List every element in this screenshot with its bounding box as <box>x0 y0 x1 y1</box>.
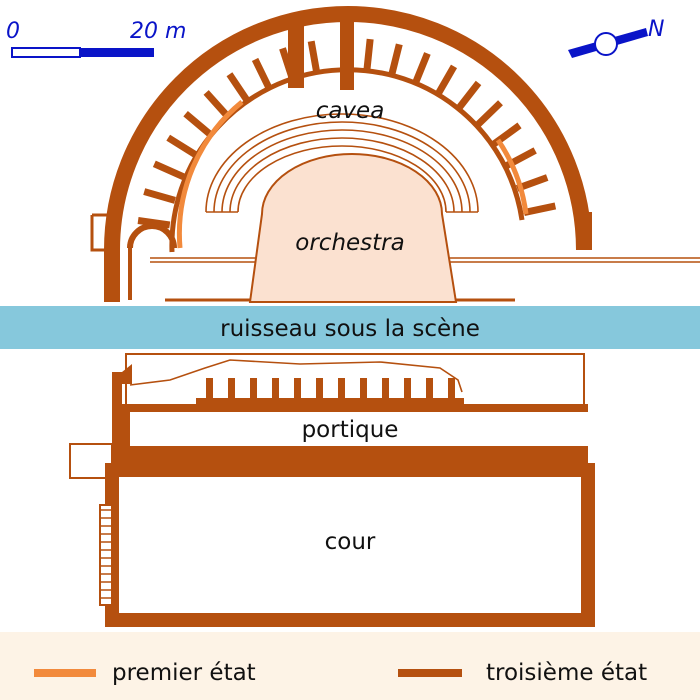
portique-label: portique <box>302 417 399 443</box>
north-letter: N <box>648 17 664 42</box>
seating-rows <box>205 113 479 213</box>
cavea-label: cavea <box>316 98 385 124</box>
scale-zero-label: 0 <box>6 19 20 44</box>
orchestra-area <box>248 153 458 303</box>
scale-bar: 0 20 m <box>6 19 186 58</box>
legend-band <box>0 632 700 700</box>
courtyard: cour <box>69 443 595 627</box>
legend-label-first-state: premier état <box>112 660 256 686</box>
cavea-structure <box>90 6 592 302</box>
portique: portique <box>112 404 588 470</box>
legend: premier état troisième état <box>34 660 647 686</box>
stream-band <box>0 306 700 349</box>
north-arrow-icon: N <box>568 17 664 58</box>
scale-length-label: 20 m <box>130 19 186 44</box>
legend-label-third-state: troisième état <box>486 660 647 686</box>
cour-label: cour <box>325 529 376 555</box>
stream-label: ruisseau sous la scène <box>220 316 480 342</box>
orchestra-label: orchestra <box>295 230 404 256</box>
